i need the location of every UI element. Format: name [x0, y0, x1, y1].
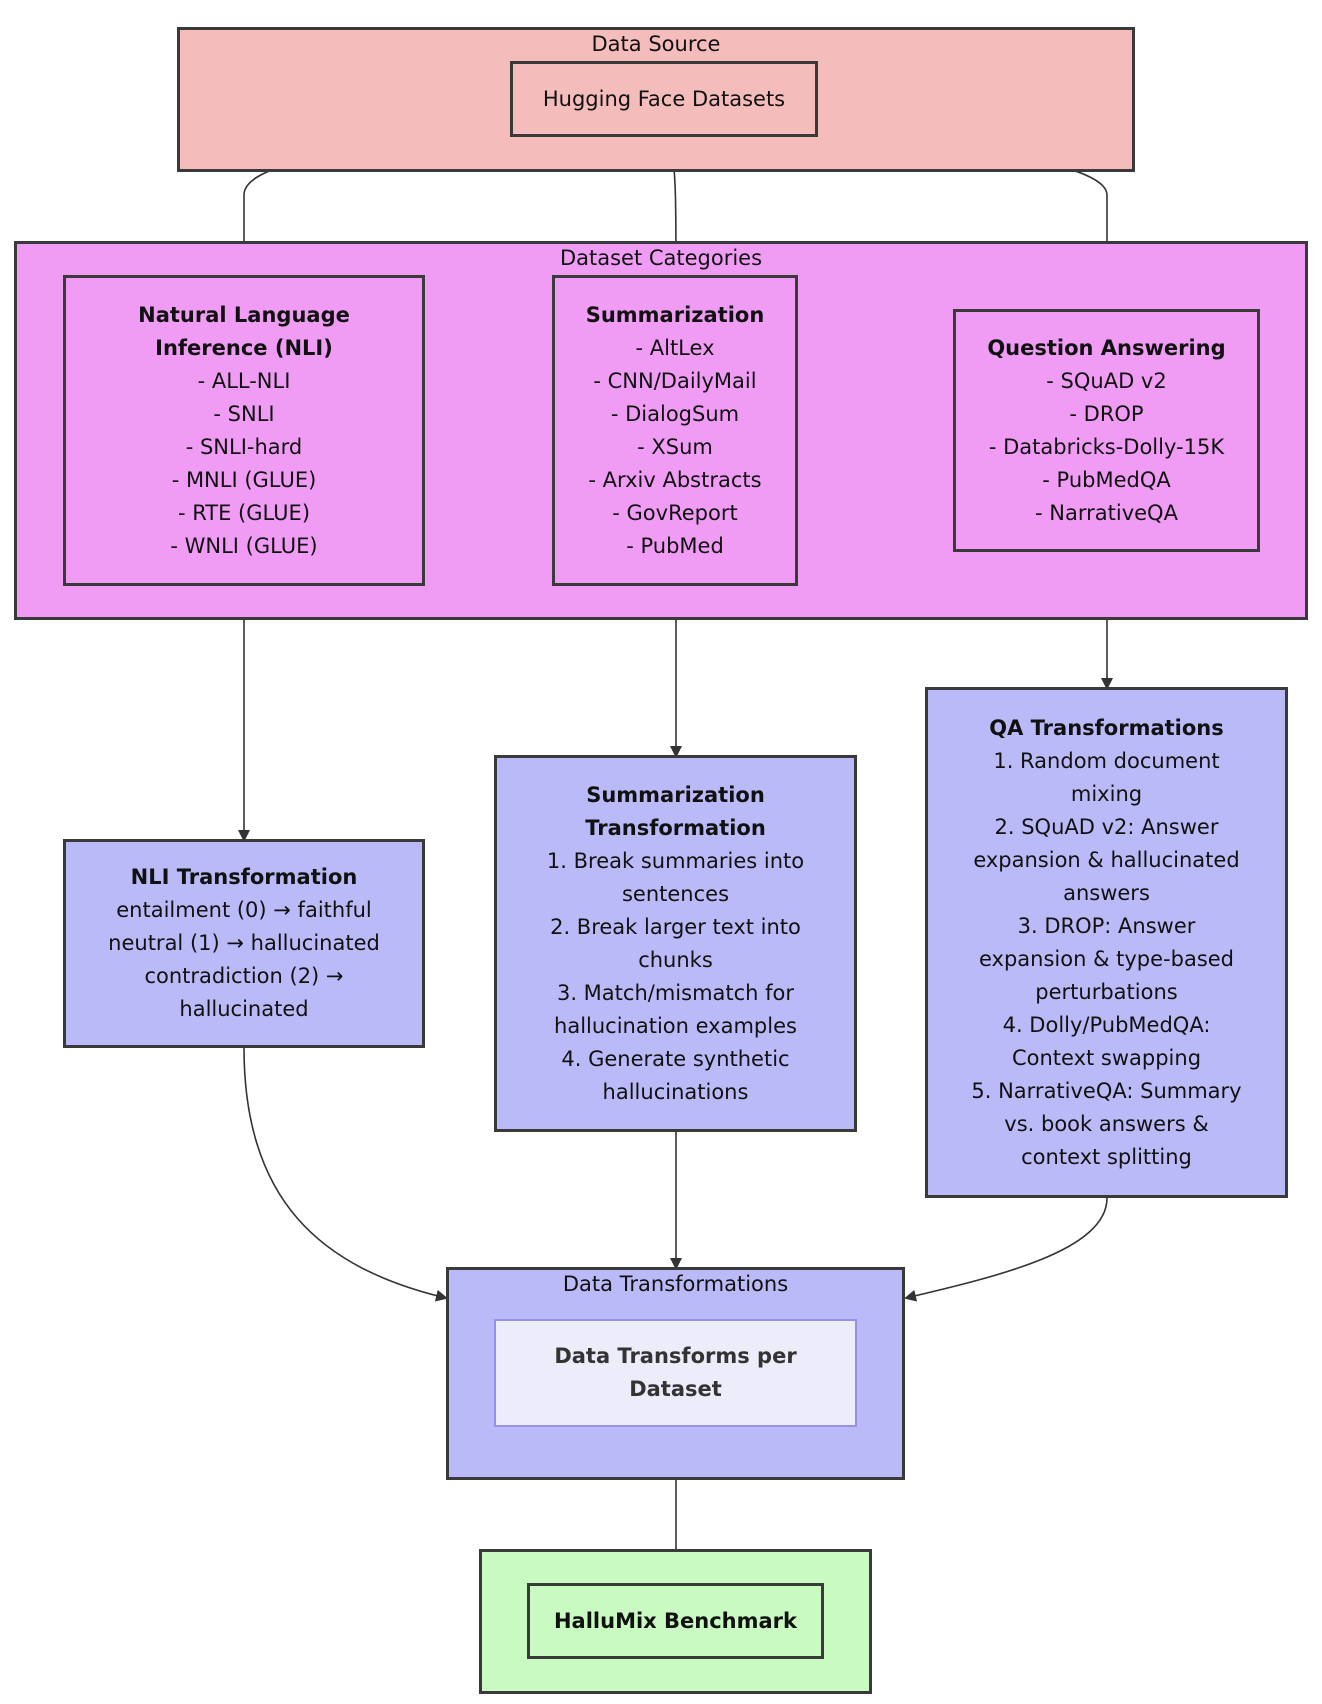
summarization-transformation-line: sentences: [621, 881, 730, 906]
summarization-transformation-line: 1. Break summaries into: [546, 848, 805, 873]
nli-transformation-line: neutral (1) → hallucinated: [108, 931, 380, 955]
qa-transformations-line: 3. DROP: Answer: [1017, 913, 1196, 938]
qa-transformations-line: 2. SQuAD v2: Answer: [994, 814, 1219, 839]
data-source-title: Data Source: [591, 32, 721, 56]
data-transforms-per-dataset-line: Data Transforms per: [554, 1344, 797, 1368]
qa-transformations-line: answers: [1063, 880, 1150, 905]
nli-item: - SNLI-hard: [185, 434, 303, 459]
hugging-face-datasets-node: Hugging Face Datasets: [510, 61, 818, 137]
summarization-transformation-node: Summarization Transformation 1. Break su…: [494, 755, 857, 1132]
summarization-item: - AltLex: [635, 335, 715, 360]
qa-transformations-title: QA Transformations: [989, 715, 1224, 740]
qa-item: - Databricks-Dolly-15K: [988, 434, 1225, 459]
summarization-item: - PubMed: [626, 533, 724, 558]
question-answering-node: Question Answering - SQuAD v2 - DROP - D…: [953, 309, 1260, 552]
dataset-categories-title: Dataset Categories: [559, 246, 763, 270]
nli-item: - SNLI: [213, 401, 275, 426]
nli-item: - ALL-NLI: [197, 368, 291, 393]
qa-item: - DROP: [1069, 401, 1144, 426]
edge-qa-transform-to-data-transformations: [904, 1197, 1108, 1302]
data-transformations-title: Data Transformations: [562, 1272, 789, 1296]
nli-transformation-node: NLI Transformation entailment (0) → fait…: [63, 839, 425, 1048]
nli-transformation-line: contradiction (2) →: [144, 964, 344, 988]
hallumix-benchmark-label: HalluMix Benchmark: [553, 1608, 798, 1633]
qa-transformations-line: expansion & type-based: [978, 946, 1235, 971]
nli-title-line: Inference (NLI): [155, 335, 333, 360]
qa-transformations-line: perturbations: [1035, 979, 1178, 1004]
nli-transformation-line: hallucinated: [179, 997, 309, 1021]
summarization-item: - XSum: [637, 434, 713, 459]
qa-transformations-line: expansion & hallucinated: [973, 847, 1240, 872]
summarization-item: - CNN/DailyMail: [593, 368, 757, 393]
hugging-face-datasets-label: Hugging Face Datasets: [542, 86, 786, 111]
qa-transformations-line: mixing: [1070, 781, 1143, 806]
summarization-transformation-line: 3. Match/mismatch for: [556, 980, 795, 1005]
nli-title-line: Natural Language: [138, 302, 350, 327]
qa-item: - NarrativeQA: [1035, 500, 1178, 525]
summarization-transformation-line: 2. Break larger text into: [550, 914, 801, 939]
nli-transformation-line: entailment (0) → faithful: [116, 898, 372, 922]
nli-node: Natural Language Inference (NLI) - ALL-N…: [63, 275, 425, 586]
summarization-transformation-line: 4. Generate synthetic: [561, 1046, 790, 1071]
qa-transformations-line: 4. Dolly/PubMedQA:: [1002, 1012, 1211, 1037]
summarization-transformation-title: Summarization: [586, 782, 765, 807]
nli-item: - RTE (GLUE): [177, 500, 311, 525]
summarization-item: - DialogSum: [610, 401, 740, 426]
summarization-transformation-line: chunks: [638, 947, 713, 972]
nli-item: - MNLI (GLUE): [171, 467, 317, 492]
nli-transformation-title: NLI Transformation: [130, 865, 358, 889]
summarization-item: - Arxiv Abstracts: [588, 467, 762, 492]
summarization-node: Summarization - AltLex - CNN/DailyMail -…: [552, 275, 798, 586]
qa-transformations-node: QA Transformations 1. Random document mi…: [925, 687, 1288, 1198]
qa-item: - PubMedQA: [1042, 467, 1171, 492]
summarization-title: Summarization: [585, 302, 765, 327]
qa-transformations-line: Context swapping: [1011, 1045, 1202, 1070]
qa-transformations-line: context splitting: [1021, 1144, 1192, 1169]
nli-item: - WNLI (GLUE): [170, 533, 318, 558]
data-transforms-per-dataset-line: Dataset: [629, 1377, 722, 1401]
summarization-transformation-title: Transformation: [585, 815, 766, 840]
qa-transformations-line: 1. Random document: [993, 748, 1220, 773]
summarization-item: - GovReport: [612, 500, 738, 525]
edge-nli-transform-to-data-transformations: [243, 1047, 448, 1302]
data-transforms-per-dataset-node: Data Transforms per Dataset: [494, 1319, 857, 1427]
hallumix-benchmark-node: HalluMix Benchmark: [527, 1583, 824, 1659]
qa-item: - SQuAD v2: [1046, 368, 1167, 393]
summarization-transformation-line: hallucinations: [602, 1079, 749, 1104]
summarization-transformation-line: hallucination examples: [554, 1013, 797, 1038]
qa-transformations-line: vs. book answers &: [1004, 1111, 1209, 1136]
qa-transformations-line: 5. NarrativeQA: Summary: [971, 1078, 1242, 1103]
qa-title: Question Answering: [987, 335, 1226, 360]
